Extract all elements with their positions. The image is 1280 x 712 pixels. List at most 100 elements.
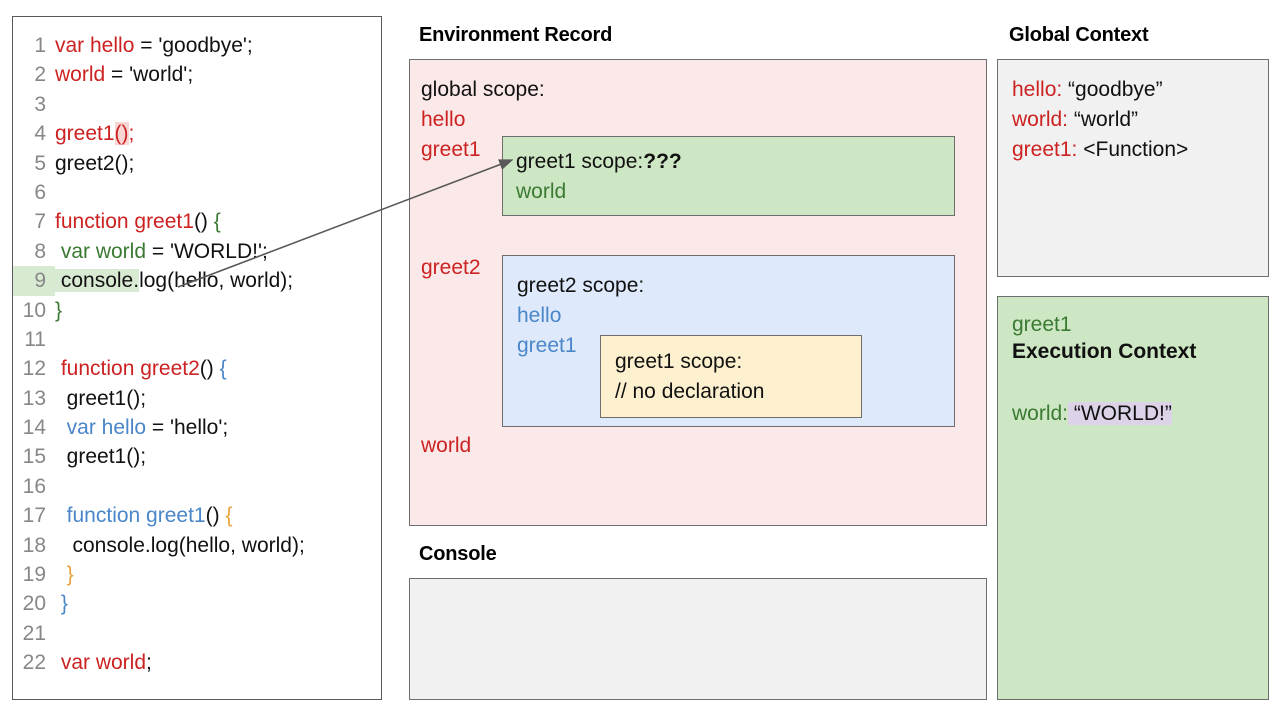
- code-token: (): [205, 504, 226, 528]
- global-context-value-hello: “goodbye”: [1062, 78, 1163, 101]
- code-line[interactable]: 3: [13, 90, 381, 119]
- code-line-number: 7: [34, 210, 46, 234]
- code-token: ;: [128, 122, 135, 146]
- code-line[interactable]: 11: [13, 325, 381, 354]
- code-line-text: greet2();: [55, 149, 381, 178]
- code-token: ;: [146, 651, 152, 675]
- code-line[interactable]: 20 }: [13, 589, 381, 618]
- code-line-number: 9: [13, 266, 55, 296]
- code-line[interactable]: 17 function greet1() {: [13, 501, 381, 530]
- code-line[interactable]: 21: [13, 619, 381, 648]
- code-line[interactable]: 13 greet1();: [13, 384, 381, 413]
- code-line[interactable]: 22 var world;: [13, 648, 381, 677]
- global-context-value-greet1: <Function>: [1077, 138, 1189, 161]
- code-line-number: 12: [22, 357, 46, 381]
- code-line-number: 20: [22, 592, 46, 616]
- global-context-key-greet1: greet1:: [1012, 138, 1078, 161]
- code-line-text: var hello = 'goodbye';: [55, 31, 381, 60]
- code-token: = 'hello';: [146, 416, 229, 440]
- code-token: console.: [55, 269, 140, 293]
- code-line-number: 15: [22, 445, 46, 469]
- code-line[interactable]: 14 var hello = 'hello';: [13, 413, 381, 442]
- code-token: = 'goodbye';: [134, 34, 253, 57]
- code-line-number: 17: [22, 504, 46, 528]
- code-token: log(hello, world);: [139, 269, 294, 293]
- greet1-scope-var-world: world: [516, 180, 567, 203]
- nested-greet1-scope-box: greet1 scope: // no declaration: [600, 335, 862, 418]
- code-line[interactable]: 12 function greet2() {: [13, 354, 381, 383]
- code-token: function greet2: [55, 357, 200, 381]
- code-token: }: [55, 592, 68, 616]
- code-line-text: function greet1() {: [55, 501, 381, 530]
- env-global-var-greet1: greet1: [421, 138, 481, 161]
- code-line[interactable]: 19 }: [13, 560, 381, 589]
- code-token: {: [213, 210, 221, 234]
- environment-record-title: Environment Record: [419, 24, 613, 46]
- code-line-text: greet1();: [55, 119, 381, 148]
- code-line-number: 18: [22, 533, 46, 557]
- global-scope-label: global scope:: [421, 78, 545, 101]
- code-line-text: console.log(hello, world);: [55, 266, 381, 295]
- code-token: function greet1: [55, 504, 206, 528]
- code-token: }: [55, 298, 63, 322]
- code-line-text: }: [55, 296, 381, 325]
- code-line-text: }: [55, 589, 381, 618]
- console-output-box[interactable]: [409, 578, 987, 700]
- greet1-scope-box: greet1 scope:??? world: [502, 136, 955, 216]
- code-token: = 'WORLD!';: [146, 239, 268, 263]
- code-line-number: 6: [34, 180, 46, 204]
- global-context-entry-world: world: “world”: [1012, 108, 1138, 132]
- code-token: }: [55, 563, 74, 587]
- code-token: world: [55, 63, 106, 87]
- code-line-number: 1: [34, 34, 46, 57]
- execution-context-function-name: greet1: [1012, 313, 1072, 336]
- code-token: var world: [55, 651, 147, 675]
- code-line[interactable]: 18 console.log(hello, world);: [13, 531, 381, 560]
- code-line-number: 2: [34, 63, 46, 87]
- global-context-title: Global Context: [1009, 24, 1149, 46]
- code-line[interactable]: 15 greet1();: [13, 442, 381, 471]
- code-line-number: 8: [34, 239, 46, 263]
- code-token: var hello: [55, 34, 135, 57]
- code-line-text: console.log(hello, world);: [55, 531, 381, 560]
- code-token: var hello: [55, 416, 147, 440]
- greet2-scope-var-greet1: greet1: [517, 334, 577, 357]
- code-line-text: greet1();: [55, 442, 381, 471]
- global-context-value-world: “world”: [1068, 108, 1139, 131]
- code-line[interactable]: 1 var hello = 'goodbye';: [13, 31, 381, 60]
- code-line[interactable]: 6: [13, 178, 381, 207]
- global-context-box: hello: “goodbye” world: “world” greet1: …: [997, 59, 1269, 277]
- greet2-scope-label: greet2 scope:: [517, 274, 645, 297]
- code-token: greet1: [55, 122, 115, 146]
- global-context-entry-hello: hello: “goodbye”: [1012, 78, 1163, 102]
- code-line[interactable]: 16: [13, 472, 381, 501]
- code-token: {: [225, 504, 233, 528]
- code-line-number: 14: [22, 416, 46, 440]
- code-line-number: 16: [22, 474, 46, 498]
- code-line-number: 3: [34, 92, 46, 116]
- greet1-scope-header: greet1 scope:???: [516, 150, 682, 174]
- execution-context-world-value: “WORLD!”: [1068, 402, 1172, 425]
- env-global-var-greet2: greet2: [421, 256, 481, 279]
- greet1-scope-label: greet1 scope:: [516, 150, 644, 173]
- code-line-text: var world;: [55, 648, 381, 677]
- code-line-text: }: [55, 560, 381, 589]
- greet1-execution-context-box: greet1 Execution Context world: “WORLD!”: [997, 296, 1269, 700]
- execution-context-heading: Execution Context: [1012, 340, 1197, 363]
- code-line[interactable]: 8 var world = 'WORLD!';: [13, 237, 381, 266]
- code-token: {: [219, 357, 227, 381]
- code-line[interactable]: 10}: [13, 296, 381, 325]
- code-token: function greet1: [55, 210, 194, 234]
- code-line-text: var world = 'WORLD!';: [55, 237, 381, 266]
- code-line-number: 22: [22, 651, 46, 675]
- code-line-text: var hello = 'hello';: [55, 413, 381, 442]
- global-context-key-hello: hello:: [1012, 78, 1063, 101]
- code-line-text: function greet2() {: [55, 354, 381, 383]
- code-line[interactable]: 9 console.log(hello, world);: [13, 266, 381, 296]
